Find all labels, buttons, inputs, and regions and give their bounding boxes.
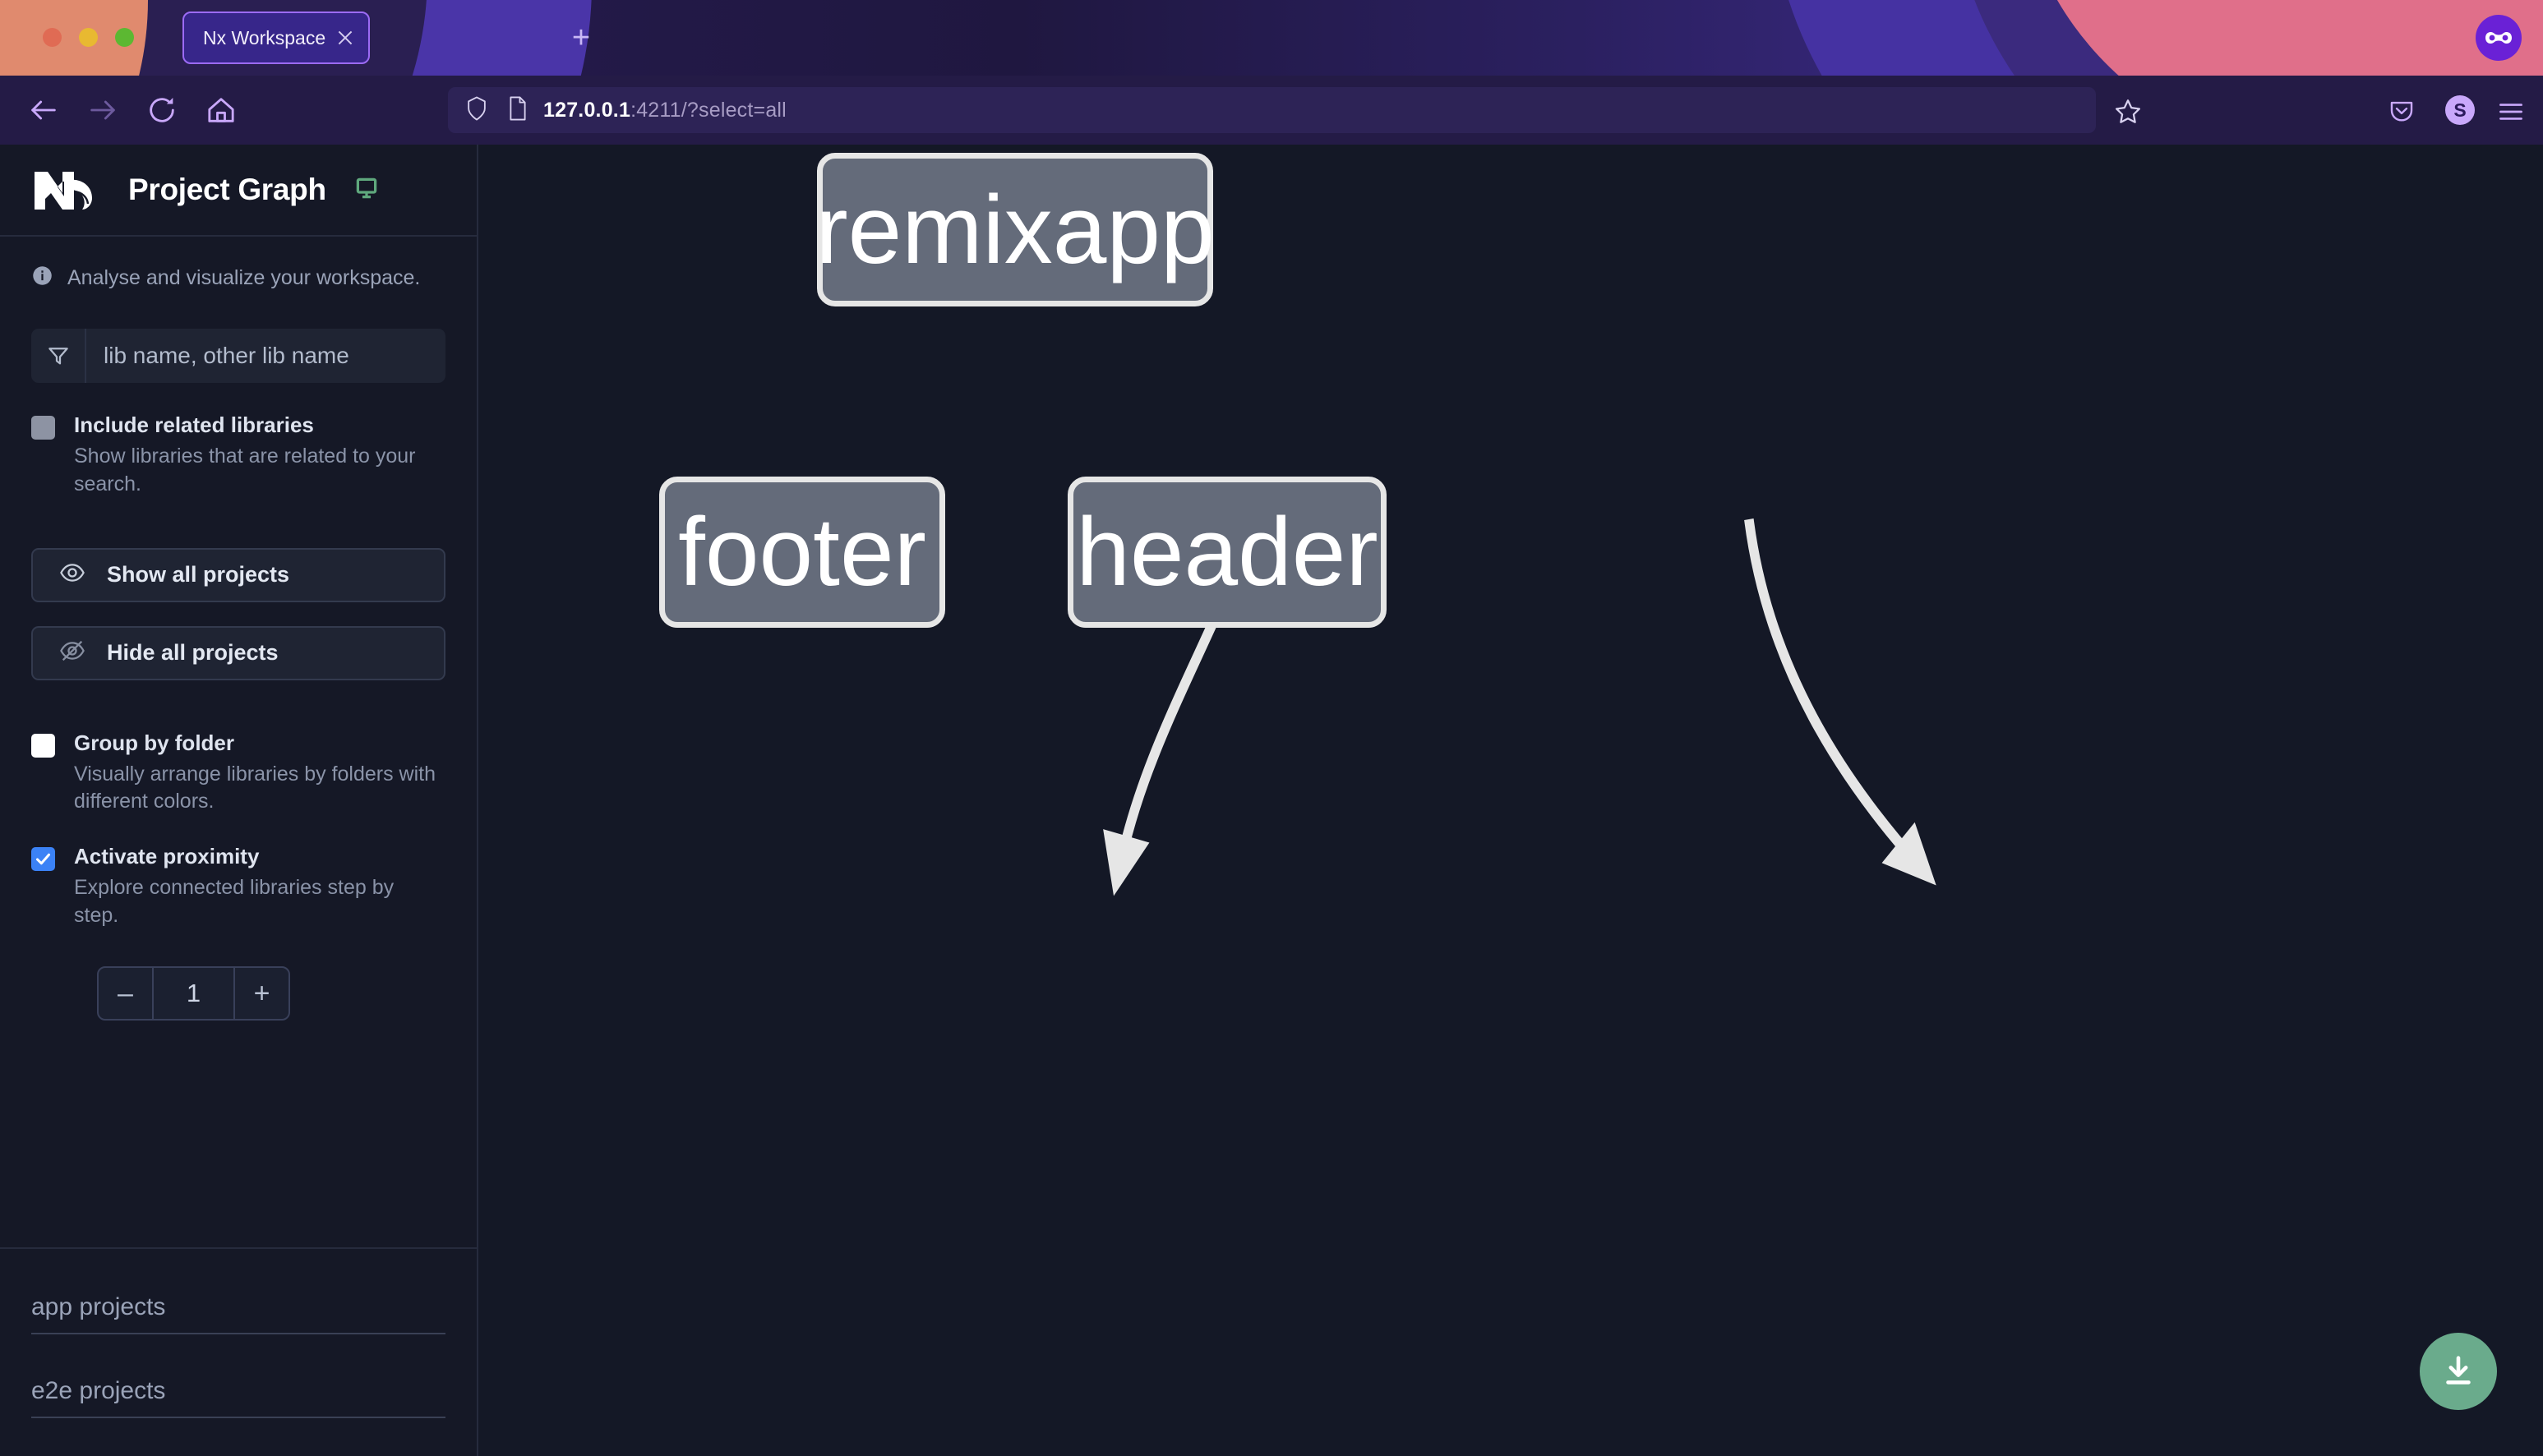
checkbox-col: [31, 730, 74, 817]
close-icon[interactable]: [327, 20, 363, 56]
graph-node-label: header: [1076, 498, 1378, 606]
nx-logo-icon: [31, 167, 102, 213]
info-icon: [31, 265, 53, 291]
graph-node-footer[interactable]: footer: [659, 477, 945, 628]
search-box[interactable]: [31, 329, 445, 383]
minimize-window-button[interactable]: [79, 28, 98, 47]
checkbox-include-related-libraries[interactable]: [31, 416, 55, 440]
avatar[interactable]: S: [2445, 95, 2475, 125]
browser-tab[interactable]: Nx Workspace Project Graph: [182, 12, 370, 64]
sidebar: Project Graph Analyse and visual: [0, 145, 478, 1456]
arrow-right-icon[interactable]: [81, 88, 125, 132]
option-group-by-folder[interactable]: Group by folder Visually arrange librari…: [0, 730, 477, 817]
option-text: Group by folder Visually arrange librari…: [74, 730, 436, 817]
star-icon[interactable]: [2114, 97, 2142, 129]
tab-strip: Nx Workspace Project Graph +: [0, 0, 2543, 76]
monitor-icon[interactable]: [354, 176, 379, 205]
graph-edges: [1103, 517, 1936, 896]
option-include-related-libraries[interactable]: Include related libraries Show libraries…: [0, 412, 477, 499]
sidebar-section-e2e-projects[interactable]: e2e projects: [31, 1377, 445, 1418]
option-title: Include related libraries: [74, 412, 314, 437]
sidebar-section-app-projects[interactable]: app projects: [31, 1293, 445, 1334]
url-path: :4211/?select=all: [630, 98, 787, 122]
decoration-swoosh: [1770, 0, 2543, 76]
shield-icon: [464, 95, 489, 126]
checkbox-col: [31, 844, 74, 930]
filter-icon: [31, 329, 86, 383]
new-tab-button[interactable]: +: [571, 21, 591, 55]
checkbox-activate-proximity[interactable]: [31, 847, 55, 871]
graph-node-header[interactable]: header: [1068, 477, 1387, 628]
graph-canvas[interactable]: remixapp footer header: [478, 145, 2543, 1456]
graph-node-remixapp[interactable]: remixapp: [815, 153, 1215, 306]
project-graph-app: Project Graph Analyse and visual: [0, 145, 2543, 1456]
edge-remixapp-header: [1744, 518, 1936, 886]
checkbox-group-by-folder[interactable]: [31, 733, 55, 758]
option-activate-proximity[interactable]: Activate proximity Explore connected lib…: [0, 844, 477, 930]
home-icon[interactable]: [199, 88, 243, 132]
arrow-left-icon[interactable]: [21, 88, 66, 132]
stepper-increment-button[interactable]: +: [233, 967, 288, 1019]
stepper-decrement-button[interactable]: –: [99, 967, 154, 1019]
graph-node-label: remixapp: [815, 175, 1215, 284]
option-title: Group by folder: [74, 730, 234, 755]
tab-title: Nx Workspace Project Graph: [203, 26, 327, 48]
download-button[interactable]: [2420, 1333, 2497, 1410]
eye-off-icon: [59, 638, 85, 668]
tagline: Analyse and visualize your workspace.: [0, 237, 477, 291]
close-window-button[interactable]: [43, 28, 62, 47]
decoration-swoosh: [2017, 0, 2543, 76]
option-text: Activate proximity Explore connected lib…: [74, 844, 436, 930]
option-description: Explore connected libraries step by step…: [74, 876, 395, 927]
option-description: Show libraries that are related to your …: [74, 445, 416, 495]
pocket-icon[interactable]: [2388, 97, 2416, 129]
hide-all-projects-label: Hide all projects: [107, 640, 279, 665]
option-title: Activate proximity: [74, 844, 260, 869]
eye-icon: [59, 560, 85, 590]
hamburger-menu-icon[interactable]: [2497, 100, 2525, 127]
checkbox-col: [31, 412, 74, 499]
page-title: Project Graph: [128, 173, 326, 206]
browser-toolbar: 127.0.0.1:4211/?select=all S: [0, 76, 2543, 145]
option-description: Visually arrange libraries by folders wi…: [74, 762, 436, 813]
tagline-text: Analyse and visualize your workspace.: [67, 265, 421, 289]
reload-icon[interactable]: [140, 88, 184, 132]
private-mask-icon: [2476, 15, 2522, 61]
graph-node-label: footer: [678, 498, 926, 606]
show-all-projects-label: Show all projects: [107, 562, 290, 587]
option-text: Include related libraries Show libraries…: [74, 412, 436, 499]
brand-header: Project Graph: [0, 145, 477, 237]
hide-all-projects-button[interactable]: Hide all projects: [31, 625, 445, 680]
stepper-value: 1: [186, 978, 201, 1007]
search-input[interactable]: [86, 329, 445, 383]
url-host: 127.0.0.1: [543, 98, 631, 122]
window-controls: [43, 28, 134, 47]
maximize-window-button[interactable]: [115, 28, 134, 47]
project-sections: app projects e2e projects: [0, 1247, 477, 1456]
page-icon: [507, 95, 528, 126]
decoration-swoosh: [1951, 0, 2543, 76]
address-bar[interactable]: 127.0.0.1:4211/?select=all: [448, 87, 2096, 133]
show-all-projects-button[interactable]: Show all projects: [31, 547, 445, 602]
url-text: 127.0.0.1:4211/?select=all: [543, 99, 787, 122]
proximity-stepper[interactable]: – 1 +: [97, 965, 290, 1021]
